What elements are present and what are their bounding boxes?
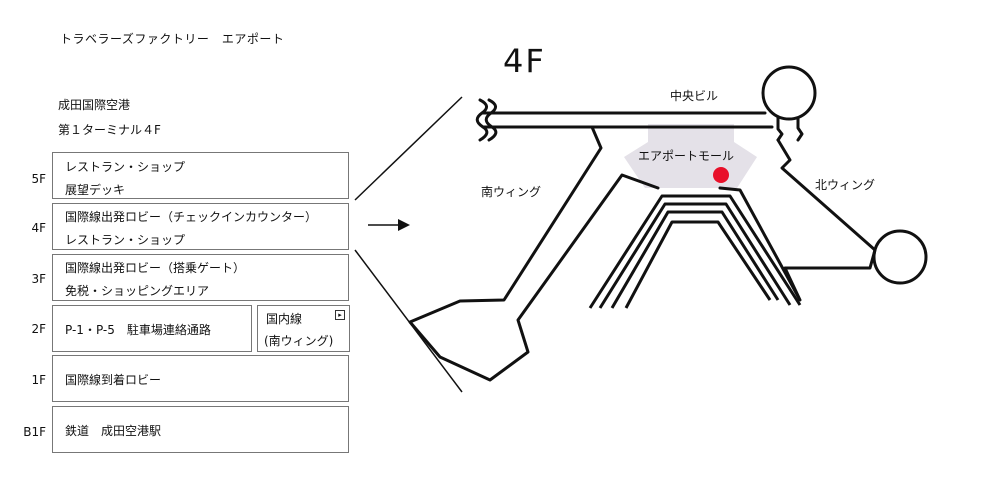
floor-line: 展望デッキ xyxy=(65,183,126,197)
floor-label-5f: 5F xyxy=(31,172,46,186)
floor-line: P-1・P-5 駐車場連絡通路 xyxy=(65,323,211,337)
zoom-line-bottom xyxy=(354,249,463,393)
floor-box-5f[interactable]: レストラン・ショップ 展望デッキ xyxy=(52,152,349,199)
exit-arrow-icon: ▸ xyxy=(335,310,345,320)
floor-box-1f[interactable]: 国際線到着ロビー xyxy=(52,355,349,402)
floor-line: レストラン・ショップ xyxy=(65,233,186,247)
map-floor-title: 4F xyxy=(503,42,546,80)
arrow-head-icon xyxy=(398,219,410,231)
cut-mark xyxy=(484,98,498,142)
store-name: トラベラーズファクトリー エアポート xyxy=(60,32,285,46)
floor-line: レストラン・ショップ xyxy=(65,160,186,174)
floor-label-2f: 2F xyxy=(31,322,46,336)
connector-wave xyxy=(796,116,804,142)
south-wing-label: 南ウィング xyxy=(481,185,542,199)
store-location-marker xyxy=(713,167,729,183)
floor-box-b1f[interactable]: 鉄道 成田空港駅 xyxy=(52,406,349,453)
south-wing-outline xyxy=(408,125,660,382)
floor-label-4f: 4F xyxy=(31,221,46,235)
zoom-line-top xyxy=(354,96,463,201)
north-wing-label: 北ウィング xyxy=(815,178,876,192)
pier-line xyxy=(588,194,802,309)
floor-label-3f: 3F xyxy=(31,272,46,286)
airport-mall-label: エアポートモール xyxy=(638,149,735,163)
cut-mark xyxy=(475,98,489,142)
airport-name: 成田国際空港 xyxy=(58,98,131,112)
terminal-name: 第１ターミナル４F xyxy=(58,123,161,137)
floor-box-4f[interactable]: 国際線出発ロビー（チェックインカウンター） レストラン・ショップ xyxy=(52,203,349,250)
floor-box-3f[interactable]: 国際線出発ロビー（搭乗ゲート） 免税・ショッピングエリア xyxy=(52,254,349,301)
pier-line xyxy=(624,220,772,309)
floor-line: 免税・ショッピングエリア xyxy=(65,284,210,298)
floor-label-b1f: B1F xyxy=(23,425,46,439)
floor-box-2f[interactable]: P-1・P-5 駐車場連絡通路 xyxy=(52,305,252,352)
floor-label-1f: 1F xyxy=(31,373,46,387)
floor-line: 国際線到着ロビー xyxy=(65,373,162,387)
pier-line xyxy=(610,210,780,309)
floor-line: 国際線出発ロビー（チェックインカウンター） xyxy=(65,210,318,224)
domestic-box[interactable]: 国内線 ▸ (南ウィング) xyxy=(257,305,350,352)
floor-line: 鉄道 成田空港駅 xyxy=(65,424,162,438)
pier-line xyxy=(598,202,792,309)
floor-line: 国際線出発ロビー（搭乗ゲート） xyxy=(65,261,246,275)
central-building-label: 中央ビル xyxy=(670,89,719,103)
north-wing-outline xyxy=(718,138,877,302)
satellite-circle-top xyxy=(761,65,817,121)
satellite-circle-right xyxy=(872,229,928,285)
connector-wave xyxy=(776,115,784,142)
domestic-label: 国内線 xyxy=(266,312,303,326)
domestic-wing-label: (南ウィング) xyxy=(264,334,334,348)
